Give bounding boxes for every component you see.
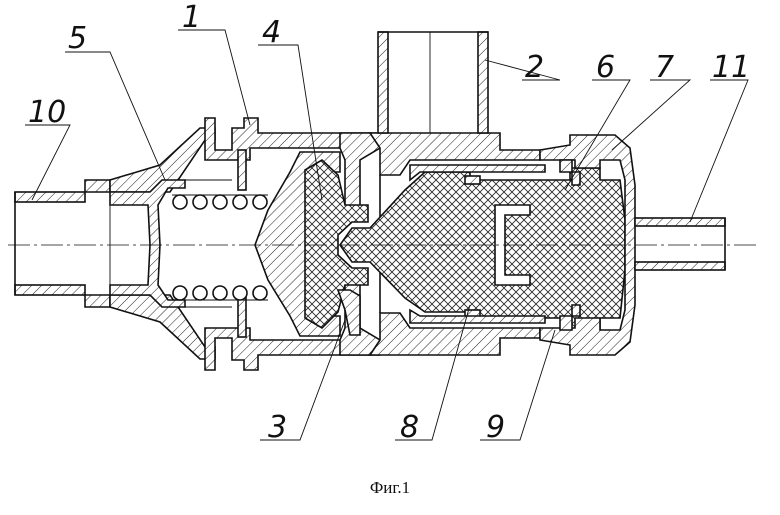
branch-pipe <box>378 32 488 133</box>
outlet-pipe <box>635 218 725 270</box>
figure-caption: Фиг.1 <box>0 478 780 498</box>
callout-2: 2 <box>525 50 544 85</box>
callout-8: 8 <box>400 410 419 445</box>
callout-1: 1 <box>182 0 201 35</box>
callout-11: 11 <box>712 50 750 85</box>
spring <box>172 195 268 300</box>
callout-9: 9 <box>486 410 505 445</box>
valve-cross-section-drawing: 5 1 4 2 6 7 10 11 3 8 9 <box>0 0 780 470</box>
valve-element <box>340 168 625 330</box>
inlet-pipe <box>15 180 110 307</box>
callout-3: 3 <box>268 410 287 445</box>
callout-5: 5 <box>68 21 87 56</box>
callout-6: 6 <box>596 50 615 85</box>
callout-10: 10 <box>28 95 66 130</box>
valve-seat <box>338 290 360 335</box>
callout-7: 7 <box>655 50 674 85</box>
callout-4: 4 <box>262 15 281 50</box>
